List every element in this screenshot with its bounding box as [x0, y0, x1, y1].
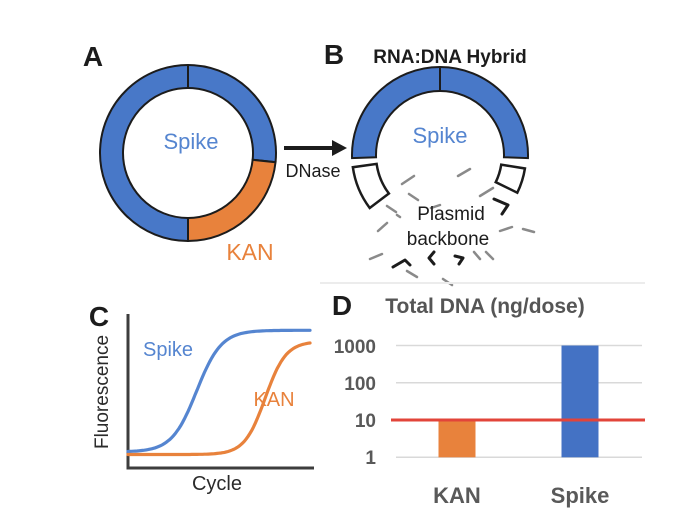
panel-c-qpcr-chart: C Fluorescence Cycle Spike KAN: [89, 301, 314, 495]
dnase-label: DNase: [285, 161, 340, 181]
panel-c-letter: C: [89, 301, 109, 332]
fluorescence-axis-label: Fluorescence: [92, 335, 113, 449]
panel-d-bar-chart: D Total DNA (ng/dose) 1000 100 10 1 KAN …: [332, 290, 645, 508]
panel-a-plasmid-diagram: A Spike KAN: [83, 41, 277, 265]
ytick-1000: 1000: [334, 337, 376, 358]
spike-gene-label-b: Spike: [412, 123, 467, 148]
spike-gene-label-a: Spike: [163, 129, 218, 154]
bar-chart-gridlines: [396, 344, 642, 459]
panel-b-hybrid-diagram: B RNA:DNA Hybrid Spike Plasmid backbone: [320, 39, 645, 287]
panel-a-letter: A: [83, 41, 103, 72]
panel-b-letter: B: [324, 39, 344, 70]
bar-chart-title: Total DNA (ng/dose): [385, 295, 584, 318]
category-label-kan: KAN: [433, 483, 481, 508]
dnase-treatment-arrow: DNase: [284, 140, 347, 181]
right-arrow-icon: [284, 140, 347, 156]
ytick-10: 10: [355, 411, 376, 432]
panel-d-letter: D: [332, 290, 352, 321]
hybrid-title: RNA:DNA Hybrid: [373, 47, 526, 68]
bar-chart-bars: [438, 345, 599, 458]
plasmid-ring: [99, 64, 277, 243]
category-label-spike: Spike: [551, 483, 610, 508]
plasmid-backbone-label-line1: Plasmid: [417, 204, 485, 225]
kan-gene-label-a: KAN: [226, 239, 273, 265]
plasmid-fragment-dashes: [368, 167, 536, 287]
spike-curve-label: Spike: [143, 339, 193, 361]
plasmid-backbone-label-line2: backbone: [407, 229, 489, 250]
cycle-axis-label: Cycle: [192, 473, 242, 495]
ytick-1: 1: [365, 448, 376, 469]
kan-curve-label: KAN: [253, 389, 294, 411]
ytick-100: 100: [344, 374, 376, 395]
qpcr-axes-and-curves: [126, 314, 314, 470]
rna-dna-hybrid-arc: [351, 66, 529, 210]
